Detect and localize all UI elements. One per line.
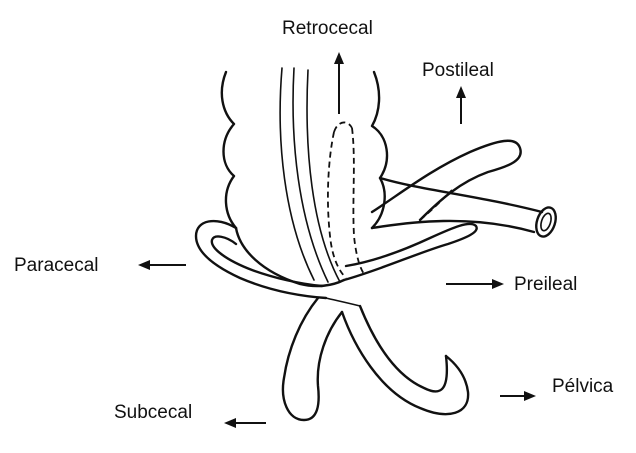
pelvic-appendix-outer	[342, 312, 468, 414]
arrow-paracecal	[138, 260, 186, 270]
ileum-lumen-inner	[539, 212, 553, 232]
label-preileal: Preileal	[514, 274, 577, 295]
cecum-lower-contour	[236, 228, 344, 286]
retrocecal-dash-tip	[334, 122, 352, 132]
subcecal-appendix-outline	[283, 298, 342, 420]
cecum	[222, 68, 387, 286]
appendix-base	[326, 298, 360, 306]
ileum-lower-edge	[372, 221, 534, 232]
label-postileal: Postileal	[422, 60, 494, 81]
ileum	[372, 178, 559, 239]
arrow-postileal	[456, 86, 466, 124]
ileum-upper-edge	[380, 178, 542, 212]
label-paracecal: Paracecal	[14, 255, 99, 276]
pelvic-appendix	[326, 298, 468, 414]
cecum-left-haustra	[222, 72, 236, 228]
arrow-retrocecal	[334, 52, 344, 114]
retrocecal-appendix	[328, 122, 364, 278]
taenia-line-3	[307, 70, 340, 282]
retrocecal-dash-left	[328, 132, 346, 278]
pelvic-appendix-inner	[360, 306, 447, 391]
retrocecal-dash-right	[352, 128, 364, 274]
arrow-preileal	[446, 279, 504, 289]
subcecal-appendix	[283, 298, 342, 420]
preileal-appendix	[344, 224, 477, 280]
label-pelvica: Pélvica	[552, 376, 614, 397]
postileal-appendix	[372, 141, 521, 220]
preileal-appendix-outline	[344, 224, 477, 280]
label-retrocecal: Retrocecal	[282, 18, 373, 39]
arrow-pelvica	[500, 391, 536, 401]
label-subcecal: Subcecal	[114, 402, 192, 423]
arrow-subcecal	[224, 418, 266, 428]
postileal-appendix-outline	[372, 141, 521, 220]
